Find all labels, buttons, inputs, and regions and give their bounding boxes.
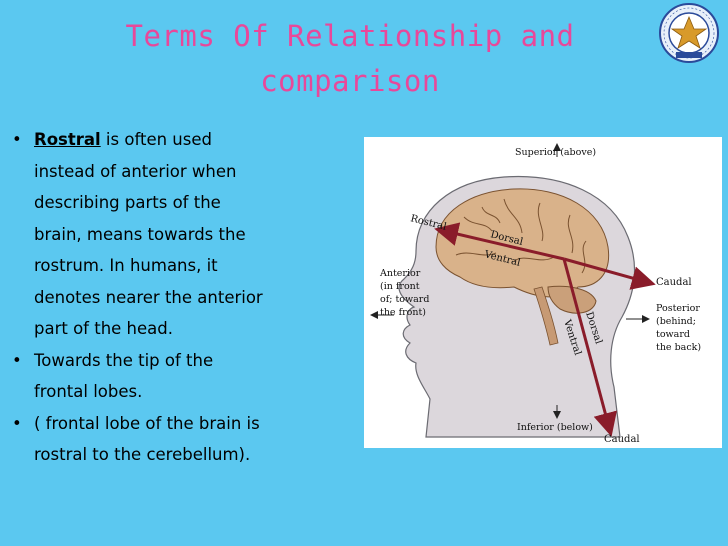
rostral-axis — [434, 222, 565, 261]
label-inferior: Inferior (below) — [517, 422, 593, 433]
slide-title: Terms Of Relationship and comparison — [40, 14, 660, 104]
university-seal-icon — [658, 2, 720, 64]
caudal-axis-horizontal — [563, 257, 656, 290]
label-superior: Superior (above) — [515, 147, 596, 158]
bullet-text: rostral to the cerebellum). — [34, 445, 251, 464]
bullet-dot: • — [12, 130, 22, 149]
bullet-dot: • — [12, 350, 22, 370]
bullet-list: • Rostral is often used instead of anter… — [10, 124, 370, 471]
bullet-item: • Rostral is often used instead of anter… — [10, 124, 370, 345]
bullet-text: denotes nearer the anterior — [34, 287, 263, 307]
slide-title-line-1: Terms Of Relationship and — [125, 19, 575, 53]
bullet-text: instead of anterior when — [34, 161, 237, 181]
label-posterior: Posterior (behind; toward the back) — [656, 303, 703, 353]
bullet-text: is often used — [100, 130, 212, 149]
label-caudal-right: Caudal — [656, 277, 692, 288]
bullet-text: frontal lobes. — [34, 382, 143, 401]
bullet-text: rostrum. In humans, it — [34, 256, 218, 275]
bullet-dot: • — [12, 413, 22, 433]
caudal-axis-vertical — [562, 258, 617, 437]
bullet-item: • Towards the tip of the frontal lobes. — [10, 345, 370, 408]
slide-title-line-2: comparison — [260, 64, 440, 98]
bullet-text: Towards the tip of the — [34, 350, 214, 370]
label-caudal-bottom: Caudal — [604, 434, 640, 445]
bullet-text: describing parts of the — [34, 193, 221, 212]
bullet-text: ( frontal lobe of the brain is — [34, 413, 260, 433]
bullet-text: part of the head. — [34, 319, 173, 338]
brain-orientation-figure: Superior (above) Inferior (below) Anteri… — [364, 137, 722, 448]
label-anterior: Anterior (in front of; toward the front) — [379, 268, 432, 318]
keyword-rostral: Rostral — [34, 130, 101, 149]
bullet-text: brain, means towards the — [34, 224, 246, 244]
bullet-item: • ( frontal lobe of the brain is rostral… — [10, 408, 370, 471]
